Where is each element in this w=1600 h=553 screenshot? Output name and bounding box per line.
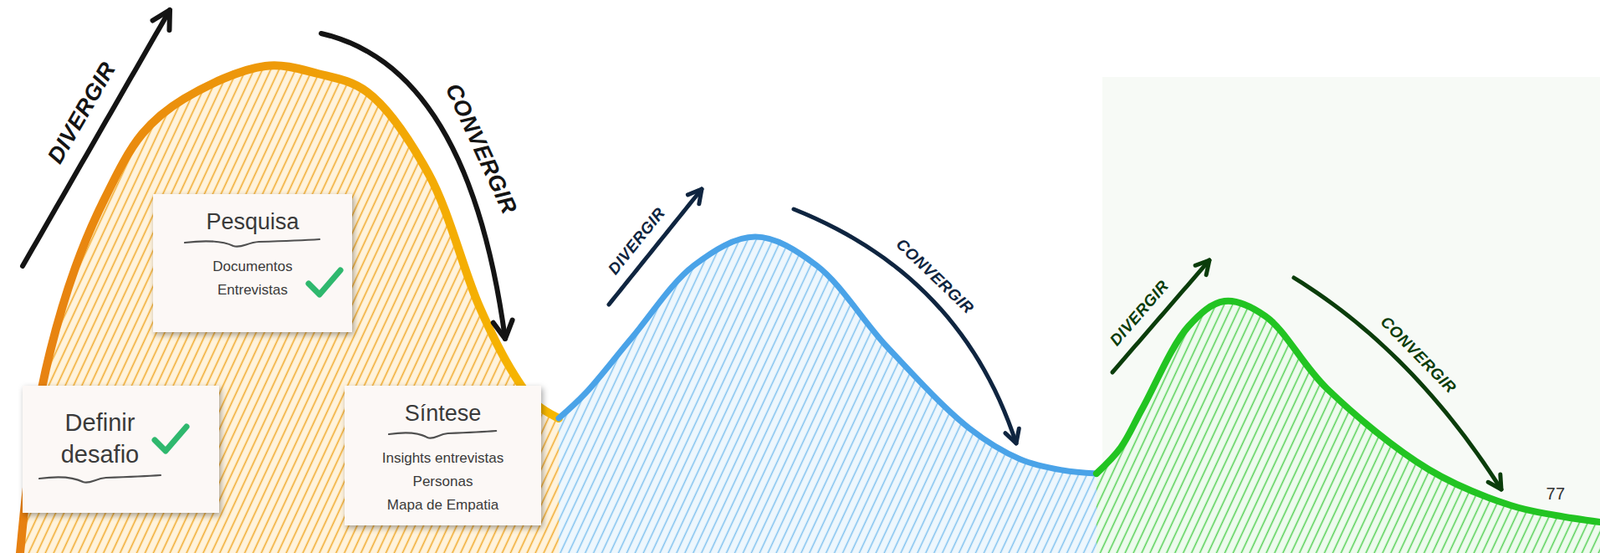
underline-squiggle bbox=[39, 475, 161, 483]
check-mark bbox=[150, 421, 191, 457]
hill-curve bbox=[1096, 301, 1600, 522]
note-title: Pesquisa bbox=[205, 209, 299, 236]
check-mark bbox=[304, 265, 345, 301]
hill-curve bbox=[558, 236, 1097, 474]
note-title: Síntese bbox=[404, 400, 482, 427]
arrow-head bbox=[1487, 474, 1502, 490]
note-body: Documentos Entrevistas bbox=[212, 255, 292, 302]
page-number: 77 bbox=[1545, 485, 1565, 502]
hill-fill bbox=[558, 236, 1097, 553]
note-body: Insights entrevistas Personas Mapa de Em… bbox=[382, 446, 505, 517]
arrow-head bbox=[153, 10, 170, 31]
underline-squiggle bbox=[388, 429, 496, 441]
arrow-head bbox=[687, 189, 702, 205]
sticky-note: PesquisaDocumentos Entrevistas bbox=[153, 194, 353, 333]
sticky-note: Definir desafio bbox=[22, 385, 220, 513]
arrow-shaft bbox=[1293, 277, 1502, 490]
arrow-head bbox=[493, 320, 513, 339]
underline-squiggle bbox=[39, 473, 161, 486]
arrow-shaft bbox=[22, 10, 170, 266]
hill-fill bbox=[20, 65, 559, 553]
arrow-shaft bbox=[793, 209, 1017, 444]
note-title: Definir desafio bbox=[61, 407, 140, 471]
hill-hatching bbox=[20, 65, 559, 553]
underline-squiggle bbox=[184, 239, 320, 247]
hill-hatching bbox=[558, 236, 1097, 553]
hill-hatching bbox=[1096, 301, 1600, 553]
check-mark bbox=[154, 426, 187, 451]
arrow-head bbox=[1005, 428, 1019, 444]
check-mark bbox=[308, 270, 341, 295]
hill-fill bbox=[1096, 301, 1600, 553]
underline-squiggle bbox=[184, 237, 320, 250]
underline-squiggle bbox=[388, 430, 496, 439]
sticky-note: SínteseInsights entrevistas Personas Map… bbox=[344, 385, 542, 526]
hill-curve bbox=[20, 65, 559, 553]
arrow-head bbox=[1195, 260, 1210, 276]
